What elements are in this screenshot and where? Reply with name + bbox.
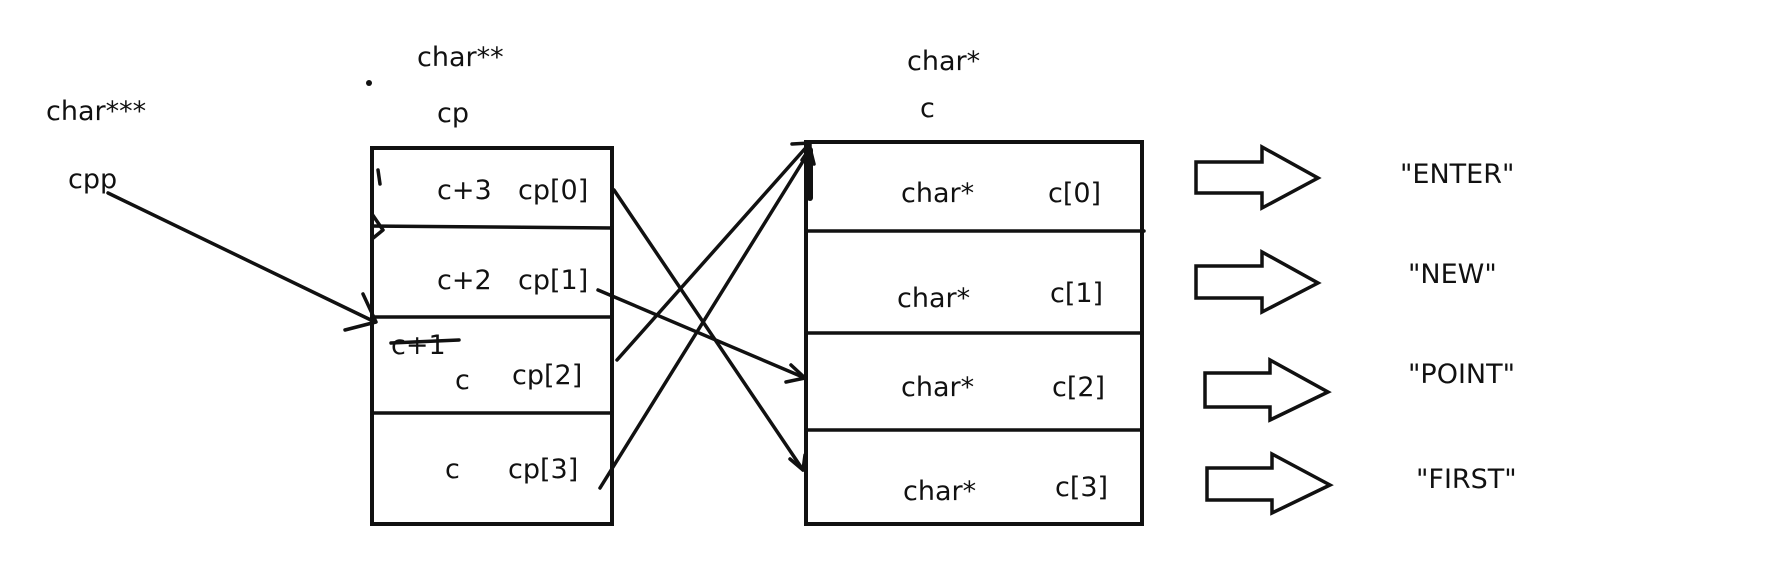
big-arrow-c0 — [1194, 144, 1322, 211]
cp-cell-2-value: c — [455, 365, 470, 396]
cpp-type-label: char*** — [46, 96, 146, 127]
cp-cell-3-index: cp[3] — [508, 454, 578, 485]
cp-name-label: cp — [437, 98, 469, 129]
cp-array-box — [370, 146, 614, 526]
string-c2: "POINT" — [1408, 359, 1515, 390]
cpp-name-label: cpp — [68, 164, 117, 195]
big-arrow-c3 — [1205, 451, 1334, 516]
string-c1: "NEW" — [1408, 259, 1497, 290]
cp-cell-1-value: c+2 — [437, 265, 492, 296]
c-type-label: char* — [907, 46, 980, 77]
arrow-cp1-to-c2 — [596, 288, 807, 384]
c-cell-0-index: c[0] — [1048, 178, 1101, 209]
cp-cell-3-value: c — [445, 454, 460, 485]
big-arrow-c1 — [1194, 249, 1322, 315]
c-cell-0-type: char* — [901, 178, 974, 209]
arrow-cp2-to-c0 — [615, 141, 812, 362]
c-cell-3-index: c[3] — [1055, 472, 1108, 503]
cp-cell-2-struck-value: c+1 — [391, 330, 446, 361]
arrow-cpp-to-cp — [106, 191, 378, 332]
cp-cell-0-index: cp[0] — [518, 175, 588, 206]
string-c0: "ENTER" — [1400, 159, 1514, 190]
cp-type-label: char** — [417, 42, 504, 73]
c-cell-1-index: c[1] — [1050, 278, 1103, 309]
string-c3: "FIRST" — [1416, 464, 1517, 495]
c-cell-1-type: char* — [897, 283, 970, 314]
strike-through-line — [389, 338, 461, 345]
c-cell-3-type: char* — [903, 476, 976, 507]
c-name-label: c — [920, 93, 935, 124]
cp-cell-1-index: cp[1] — [518, 265, 588, 296]
c-cell-2-index: c[2] — [1052, 372, 1105, 403]
c-cell-2-type: char* — [901, 372, 974, 403]
arrow-cp0-to-c3 — [612, 188, 807, 472]
cp-cell-0-value: c+3 — [437, 175, 492, 206]
stray-dot — [366, 80, 372, 86]
c-array-box — [804, 140, 1146, 526]
cp-cell-2-index: cp[2] — [512, 360, 582, 391]
big-arrow-c2 — [1203, 357, 1332, 423]
